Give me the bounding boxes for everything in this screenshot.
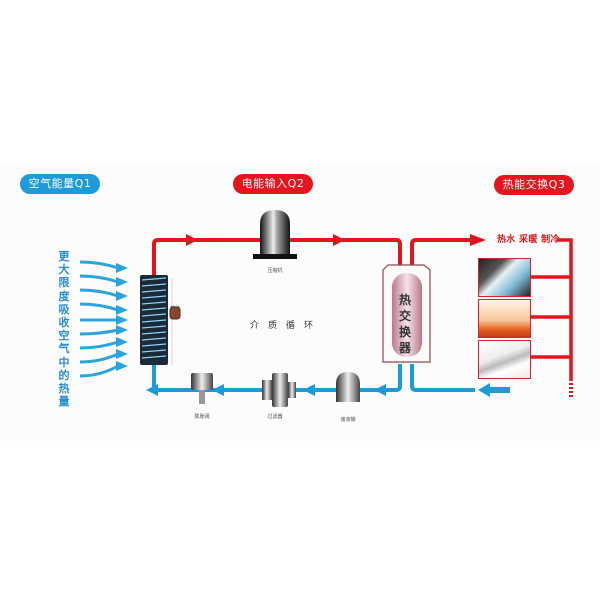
badge-heat-exchange-q3: 热能交换Q3 — [494, 175, 574, 195]
filter-label: 过滤器 — [267, 414, 283, 420]
receiver-label: 储液罐 — [340, 417, 356, 423]
flow-arrow-icon — [374, 384, 386, 396]
hot-water-appliance-image — [478, 258, 531, 297]
evaporator-label: 蒸发器 — [169, 306, 180, 318]
heating-distribution-pipe — [531, 238, 573, 381]
expansion-valve-label: 膨胀阀 — [194, 414, 210, 420]
air-conditioner-image — [478, 340, 531, 379]
evaporator-coil-icon — [140, 275, 168, 365]
air-heat-caption: 更大限度吸收空气中的热量 — [58, 250, 70, 409]
flow-arrow-icon — [146, 384, 158, 396]
air-arrowheads — [116, 263, 128, 371]
medium-cycle-label: 介质循环 — [250, 321, 323, 331]
flow-arrow-icon — [470, 234, 486, 246]
air-inflow-arrows — [79, 260, 119, 378]
flow-arrow-icon — [186, 234, 198, 246]
heat-exchanger-icon — [382, 264, 431, 363]
badge-electric-input-q2: 电能输入Q2 — [233, 174, 313, 194]
heat-exchanger-label: 热交换器 — [398, 293, 411, 355]
compressor-label: 压缩机 — [267, 268, 283, 274]
dotted-pipe-continuation — [569, 383, 573, 397]
uses-label: 热水 采暖 制冷 — [497, 235, 560, 245]
receiver-tank-icon — [336, 372, 360, 402]
flow-arrow-icon — [212, 384, 224, 396]
return-arrow-icon — [478, 383, 510, 397]
compressor-icon — [253, 210, 297, 259]
floor-heating-image — [478, 299, 531, 338]
flow-arrow-icon — [303, 384, 315, 396]
badge-air-energy-q1: 空气能量Q1 — [20, 174, 100, 194]
flow-arrow-icon — [333, 234, 345, 246]
expansion-valve-icon — [191, 373, 213, 404]
filter-icon — [262, 373, 296, 407]
sensor-icon — [169, 306, 181, 320]
